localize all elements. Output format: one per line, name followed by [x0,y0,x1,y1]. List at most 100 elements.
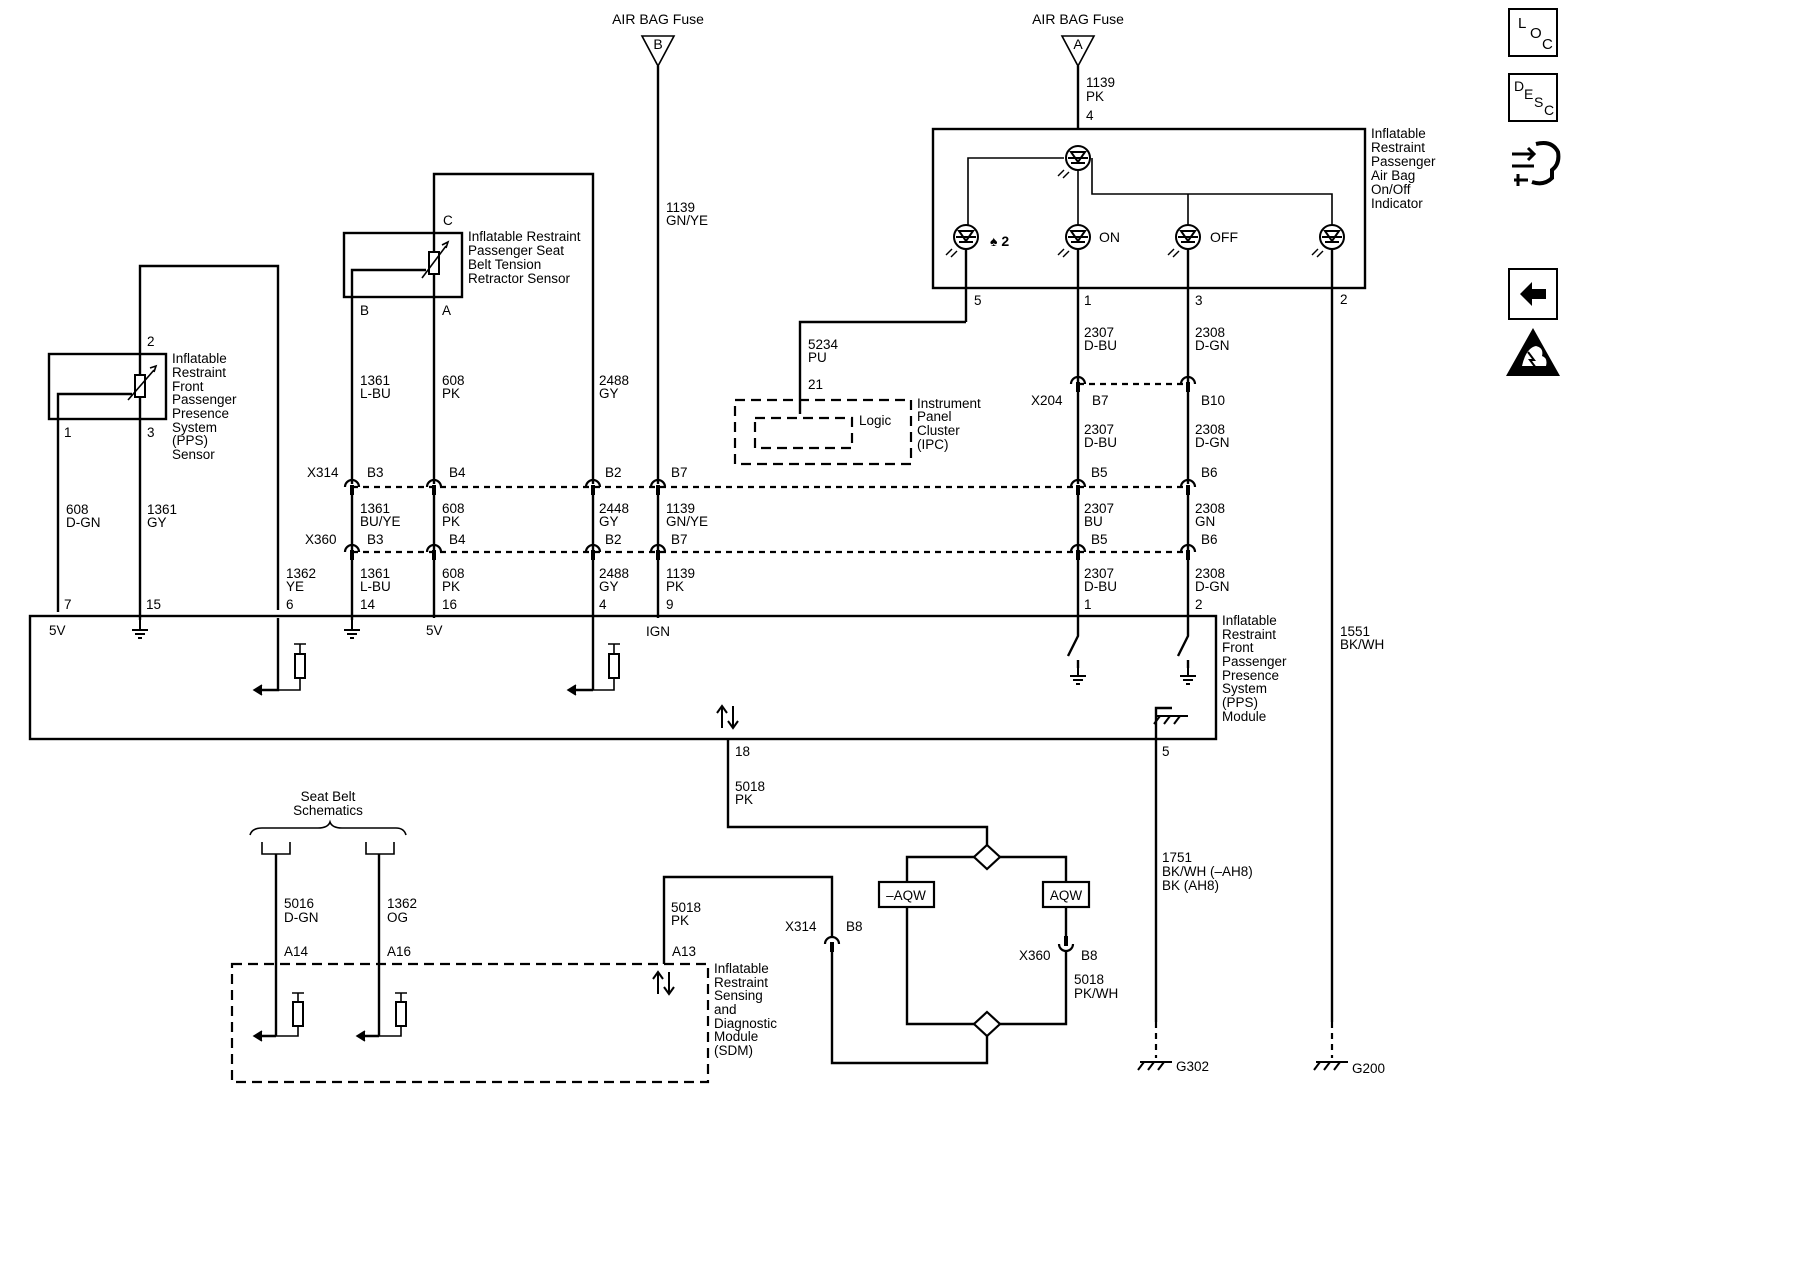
svg-text:Inflatable: Inflatable [172,351,227,366]
svg-text:Passenger: Passenger [1222,654,1287,669]
wire-label: 2308 [1195,325,1225,340]
wire-label: D-GN [1195,338,1230,353]
pps-module-label: Inflatable Restraint Front Passenger Pre… [1222,613,1287,724]
loc-letter: L [1518,15,1527,32]
pin-label: A16 [387,944,411,959]
seatbelt-label: Schematics [293,803,363,818]
led-on-icon [1057,224,1091,258]
wire-label: D-BU [1084,579,1117,594]
pin-label: 5 [974,293,982,308]
module-ign-label: IGN [646,624,670,639]
wire-label: 1551 [1340,624,1370,639]
svg-text:System: System [1222,681,1267,696]
pps-sensor-label: Inflatable Restraint Front Passenger Pre… [172,351,237,462]
svg-text:Inflatable: Inflatable [1222,613,1277,628]
fuse-b-symbol [640,35,676,68]
ground-icon [1179,665,1197,685]
wire-label: GY [599,386,619,401]
connector-tools-icon[interactable] [1508,136,1562,192]
svg-text:Passenger: Passenger [172,392,237,407]
wire-608-dgn [56,392,132,612]
wire-label: 2307 [1084,422,1114,437]
seat-occupant-icon: ♠ 2 [990,233,1009,249]
pin-label: 7 [64,597,72,612]
desc-button[interactable]: D E S C [1508,73,1558,122]
svg-text:Restraint: Restraint [1222,627,1276,642]
wire-label: 1361 [360,566,390,581]
wire-5234 [798,320,966,414]
desc-letter: E [1524,86,1534,102]
svg-text:Front: Front [172,379,204,394]
svg-text:Indicator: Indicator [1371,196,1423,211]
pin-label: B8 [846,919,863,934]
pin-label: 1 [64,425,72,440]
wire-label: PK [735,792,753,807]
seatbelt-connector-icon [261,842,291,855]
fuse-a-label: AIR BAG Fuse [1032,11,1124,27]
esd-warning-icon[interactable] [1504,326,1562,380]
sdm-label: Inflatable Restraint Sensing and Diagnos… [714,961,777,1058]
wire-label: 608 [442,566,465,581]
pin-label: 4 [599,597,607,612]
brace-icon [249,819,407,836]
pin-label: 5 [1162,744,1170,759]
ground-g200-icon [1313,1061,1349,1071]
svg-text:(PPS): (PPS) [1222,695,1258,710]
wire-label: BU/YE [360,514,401,529]
pin-label: 15 [146,597,161,612]
pin-label: 2 [147,334,155,349]
pin-label: B2 [605,532,622,547]
sdm-box [230,962,710,1084]
wire-label: PU [808,350,827,365]
wiring-diagram: AIR BAG Fuse B AIR BAG Fuse A 1139 PK 4 … [28,11,1436,1084]
wire-label: PK [671,913,689,928]
pullup-resistor-icon [608,653,620,679]
svg-text:Restraint: Restraint [1371,140,1425,155]
ground-g302-label: G302 [1176,1059,1209,1074]
svg-text:System: System [172,420,217,435]
pin-label: 18 [735,744,750,759]
fuse-b-letter: B [653,36,662,52]
svg-text:Passenger Seat: Passenger Seat [468,243,564,258]
fuse-a-symbol [1060,35,1096,68]
loc-button[interactable]: L O C [1508,8,1558,57]
pps-module-box [28,614,1218,741]
ground-icon [343,619,361,639]
back-button[interactable] [1508,268,1558,320]
wire-label: PK [442,579,460,594]
wire-label: GN/YE [666,213,708,228]
wire-5018-pk [726,740,989,845]
pin-label: 1 [1084,597,1092,612]
led-seat-icon [945,224,979,258]
aqw-minus-label: –AQW [886,888,926,903]
wire-label: 608 [442,373,465,388]
pin-label: 9 [666,597,674,612]
wire-label: 2307 [1084,501,1114,516]
wire-label: 5016 [284,896,314,911]
indicator-on-label: ON [1099,229,1120,245]
splice-icon [972,843,1002,871]
wire-label: 2448 [599,501,629,516]
pin-label: B [360,303,369,318]
pin-label: B7 [1092,393,1109,408]
wire-label: BU [1084,514,1103,529]
svg-text:Passenger: Passenger [1371,154,1436,169]
fuse-a-letter: A [1073,36,1083,52]
pin-label: 4 [1086,108,1094,123]
wire-label: OG [387,910,408,925]
wire-label: BK (AH8) [1162,878,1219,893]
wire-label: 2308 [1195,501,1225,516]
arrow-left-icon [355,1030,366,1042]
wire-label: 1361 [360,373,390,388]
switch-icon [1066,618,1080,657]
pullup-resistor-icon [395,1001,407,1027]
pin-label: B10 [1201,393,1225,408]
pin-label: B2 [605,465,622,480]
wire-label: 1139 [1086,75,1115,90]
module-5v-label: 5V [426,623,443,638]
seatbelt-connector-icon [365,842,395,855]
svg-text:Cluster: Cluster [917,423,960,438]
chassis-ground-icon [1153,715,1189,725]
wire-label: PK/WH [1074,986,1118,1001]
pin-label: B7 [671,465,688,480]
